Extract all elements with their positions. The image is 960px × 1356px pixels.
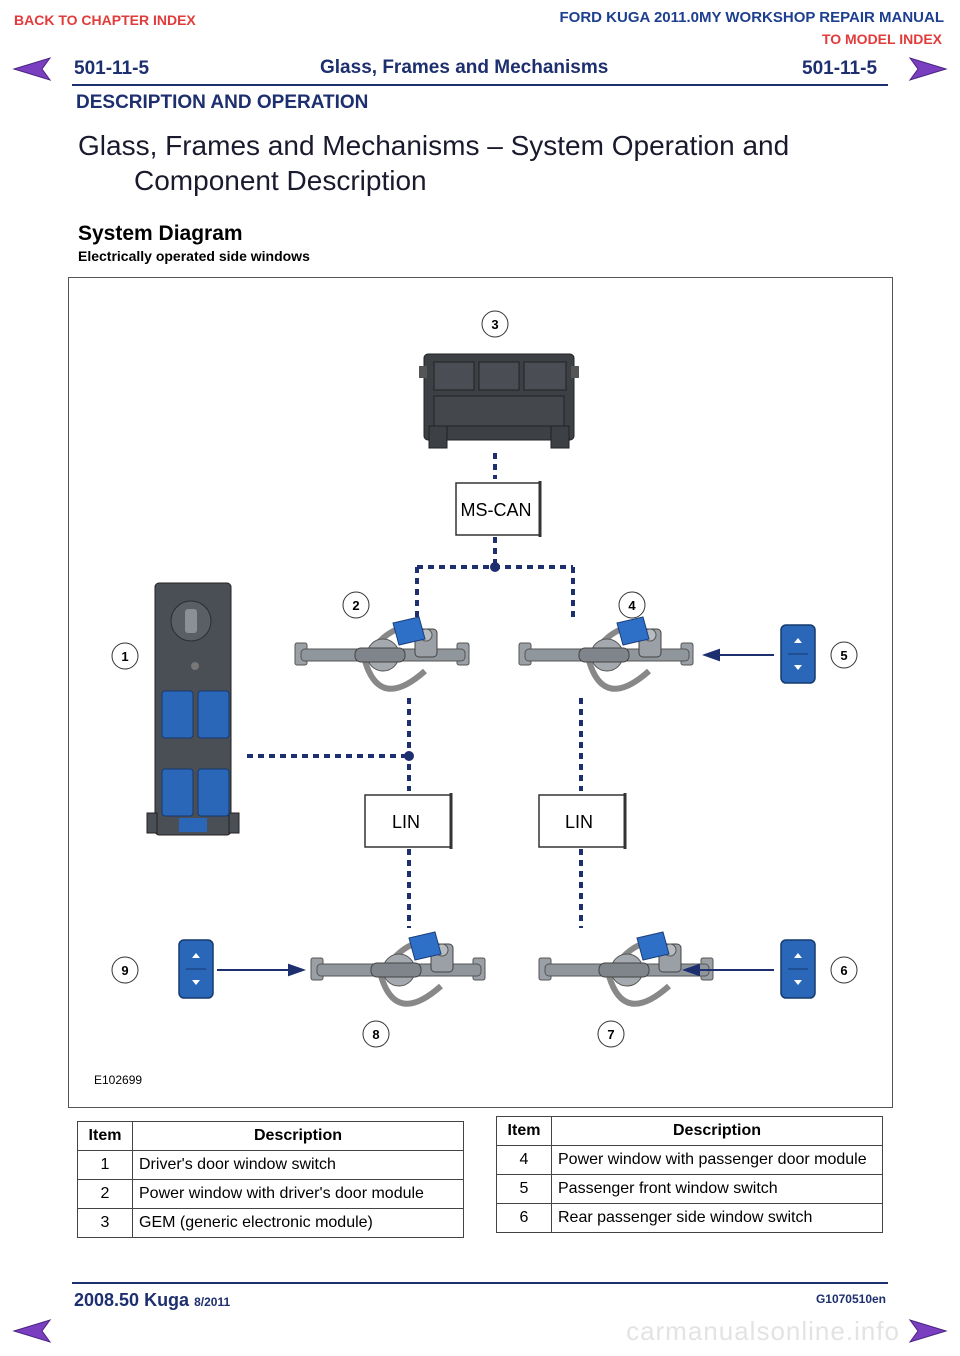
- page-title-line-1: Glass, Frames and Mechanisms – System Op…: [78, 130, 790, 161]
- manual-title: FORD KUGA 2011.0MY WORKSHOP REPAIR MANUA…: [559, 9, 945, 26]
- callout-4: 4: [618, 591, 646, 619]
- lin-left-label: LIN: [392, 812, 420, 832]
- diagram-frame: MS-CAN LIN LIN: [68, 277, 893, 1108]
- footer-date: 8/2011: [194, 1295, 231, 1309]
- item-number: 2: [77, 1179, 133, 1209]
- lin-box-left: LIN: [364, 793, 453, 849]
- next-page-arrow-bottom-icon[interactable]: [908, 1318, 948, 1344]
- callout-3: 3: [481, 310, 509, 338]
- svg-text:3: 3: [491, 317, 498, 332]
- lin-right-label: LIN: [565, 812, 593, 832]
- system-diagram-subheading: Electrically operated side windows: [78, 248, 310, 264]
- passenger-front-power-window-icon: [519, 617, 693, 689]
- footer-model: 2008.50 Kuga 8/2011: [74, 1290, 230, 1311]
- drivers-door-switch-icon: [146, 582, 240, 836]
- item-description: GEM (generic electronic module): [132, 1208, 464, 1238]
- figure-id: E102699: [94, 1073, 142, 1087]
- svg-text:8: 8: [372, 1027, 379, 1042]
- junction-dot-lin: [404, 751, 414, 761]
- lin-box-right: LIN: [538, 793, 627, 849]
- next-page-arrow-icon[interactable]: [908, 56, 948, 82]
- previous-page-arrow-bottom-icon[interactable]: [12, 1318, 52, 1344]
- footer-divider: [72, 1282, 888, 1284]
- callout-2: 2: [342, 591, 370, 619]
- ms-can-box: MS-CAN: [455, 481, 542, 537]
- svg-text:2: 2: [352, 598, 359, 613]
- svg-text:9: 9: [121, 963, 128, 978]
- col-item-header: Item: [77, 1121, 133, 1151]
- svg-text:6: 6: [840, 963, 847, 978]
- callout-6: 6: [830, 956, 858, 984]
- section-code-right: 501-11-5: [802, 58, 878, 79]
- table-row: 4 Power window with passenger door modul…: [496, 1145, 883, 1175]
- rear-left-switch-icon: [178, 939, 214, 999]
- callout-8: 8: [362, 1020, 390, 1048]
- callout-7: 7: [597, 1020, 625, 1048]
- col-item-header: Item: [496, 1116, 552, 1146]
- table-row: 5 Passenger front window switch: [496, 1174, 883, 1204]
- item-description: Passenger front window switch: [551, 1174, 883, 1204]
- item-number: 3: [77, 1208, 133, 1238]
- item-description: Driver's door window switch: [132, 1150, 464, 1180]
- ms-can-label: MS-CAN: [461, 500, 532, 520]
- to-model-index-link[interactable]: TO MODEL INDEX: [821, 31, 942, 47]
- callouts: 1 2 3 4 5 6 7 8 9: [111, 310, 858, 1048]
- rear-right-power-window-icon: [539, 932, 713, 1004]
- svg-text:7: 7: [607, 1027, 614, 1042]
- gem-module-icon: [419, 353, 579, 449]
- footer-doc-code: G1070510en: [815, 1292, 886, 1306]
- rear-right-switch-icon: [780, 939, 816, 999]
- window-system-diagram: MS-CAN LIN LIN: [94, 310, 858, 1087]
- item-number: 4: [496, 1145, 552, 1175]
- system-diagram-heading: System Diagram: [78, 222, 243, 245]
- item-number: 5: [496, 1174, 552, 1204]
- table-row: 2 Power window with driver's door module: [77, 1179, 464, 1209]
- svg-text:4: 4: [628, 598, 636, 613]
- callout-1: 1: [111, 642, 139, 670]
- svg-text:5: 5: [840, 648, 847, 663]
- items-table-left: Item Description 1 Driver's door window …: [77, 1121, 464, 1238]
- callout-9: 9: [111, 956, 139, 984]
- col-description-header: Description: [132, 1121, 464, 1151]
- table-row: 1 Driver's door window switch: [77, 1150, 464, 1180]
- table-row: 6 Rear passenger side window switch: [496, 1203, 883, 1233]
- section-heading: DESCRIPTION AND OPERATION: [76, 92, 369, 113]
- header-divider: [72, 84, 888, 86]
- item-description: Rear passenger side window switch: [551, 1203, 883, 1233]
- rear-left-power-window-icon: [311, 932, 485, 1004]
- passenger-front-switch-icon: [780, 624, 816, 684]
- section-code-left: 501-11-5: [74, 58, 150, 79]
- items-table-right: Item Description 4 Power window with pas…: [496, 1116, 883, 1233]
- arrows: [217, 648, 774, 977]
- footer-model-name: 2008.50 Kuga: [74, 1290, 190, 1310]
- item-number: 1: [77, 1150, 133, 1180]
- item-description: Power window with driver's door module: [132, 1179, 464, 1209]
- item-number: 6: [496, 1203, 552, 1233]
- callout-5: 5: [830, 641, 858, 669]
- svg-text:1: 1: [121, 649, 128, 664]
- col-description-header: Description: [551, 1116, 883, 1146]
- header-title: Glass, Frames and Mechanisms: [320, 57, 609, 78]
- previous-page-arrow-icon[interactable]: [12, 56, 52, 82]
- back-to-chapter-index-link[interactable]: BACK TO CHAPTER INDEX: [14, 12, 196, 28]
- page-title-line-2: Component Description: [134, 165, 427, 196]
- table-row: 3 GEM (generic electronic module): [77, 1208, 464, 1238]
- driver-front-power-window-icon: [295, 617, 469, 689]
- item-description: Power window with passenger door module: [551, 1145, 883, 1175]
- junction-dot-can: [490, 562, 500, 572]
- watermark: carmanualsonline.info: [626, 1316, 900, 1346]
